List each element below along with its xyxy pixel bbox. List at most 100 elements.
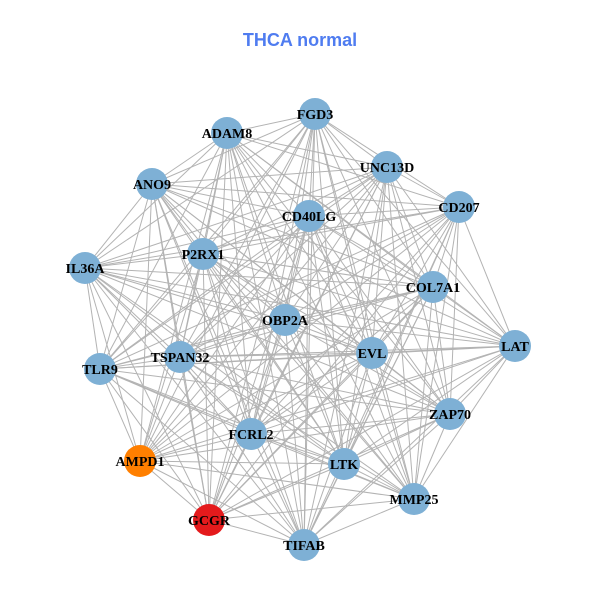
edge-AMPD1-LTK (139, 460, 345, 465)
node-circle (193, 504, 225, 536)
edge-ADAM8-CD40LG (226, 132, 310, 217)
node-circle (269, 304, 301, 336)
edge-UNC13D-TIFAB (303, 166, 388, 546)
edge-P2RX1-TIFAB (202, 253, 305, 546)
edge-P2RX1-GCGR (202, 253, 210, 521)
edge-COL7A1-AMPD1 (139, 286, 434, 462)
node-FGD3: FGD3 (297, 98, 333, 130)
edge-CD207-OBP2A (284, 206, 460, 321)
node-label: LAT (501, 340, 529, 355)
node-label: TIFAB (283, 539, 325, 554)
edge-LAT-LTK (343, 345, 516, 465)
node-label: OBP2A (262, 314, 309, 329)
node-label: P2RX1 (182, 248, 225, 263)
node-circle (443, 191, 475, 223)
edge-TSPAN32-FCRL2 (179, 356, 252, 435)
edge-ADAM8-MMP25 (226, 132, 415, 500)
node-circle (187, 238, 219, 270)
node-label: CD40LG (282, 210, 337, 225)
edge-UNC13D-OBP2A (284, 166, 388, 321)
edge-P2RX1-TSPAN32 (179, 253, 204, 358)
node-LAT: LAT (499, 330, 531, 362)
edge-CD40LG-TSPAN32 (179, 215, 310, 358)
edge-LAT-TSPAN32 (179, 345, 516, 358)
edge-CD207-ZAP70 (449, 206, 460, 415)
edge-P2RX1-EVL (202, 253, 373, 354)
edge-TSPAN32-GCGR (179, 356, 210, 521)
node-label: ZAP70 (429, 408, 471, 423)
edge-CD40LG-OBP2A (284, 215, 310, 321)
edge-TLR9-TIFAB (99, 368, 305, 546)
edge-IL36A-TSPAN32 (84, 267, 181, 358)
node-label: TLR9 (82, 363, 118, 378)
edge-COL7A1-OBP2A (284, 286, 434, 321)
edge-ADAM8-UNC13D (226, 132, 388, 168)
edge-FCRL2-LTK (250, 433, 345, 465)
edge-CD207-EVL (371, 206, 460, 354)
node-CD207: CD207 (438, 191, 480, 223)
edge-UNC13D-IL36A (84, 166, 388, 269)
node-UNC13D: UNC13D (360, 151, 414, 183)
edge-IL36A-GCGR (84, 267, 210, 521)
node-circle (434, 398, 466, 430)
node-label: FCRL2 (228, 428, 273, 443)
node-circle (124, 445, 156, 477)
edge-FGD3-FCRL2 (250, 113, 316, 435)
node-label: UNC13D (360, 161, 414, 176)
edge-ADAM8-EVL (226, 132, 373, 354)
edge-CD207-FCRL2 (250, 206, 460, 435)
edge-OBP2A-MMP25 (284, 319, 415, 500)
edge-LAT-GCGR (208, 345, 516, 521)
edge-ADAM8-OBP2A (226, 132, 286, 321)
edge-CD40LG-TIFAB (303, 215, 310, 546)
node-IL36A: IL36A (66, 252, 106, 284)
node-ANO9: ANO9 (133, 168, 171, 200)
edge-OBP2A-AMPD1 (139, 319, 286, 462)
edge-LTK-GCGR (208, 463, 345, 521)
node-circle (499, 330, 531, 362)
edge-EVL-MMP25 (371, 352, 415, 500)
node-COL7A1: COL7A1 (406, 271, 460, 303)
edge-ZAP70-FCRL2 (250, 413, 451, 435)
edge-TSPAN32-TIFAB (179, 356, 305, 546)
node-EVL: EVL (356, 337, 388, 369)
node-circle (69, 252, 101, 284)
edge-IL36A-EVL (84, 267, 373, 354)
edge-LAT-MMP25 (413, 345, 516, 500)
edge-ZAP70-LTK (343, 413, 451, 465)
edge-FCRL2-AMPD1 (139, 433, 252, 462)
edge-OBP2A-TLR9 (99, 319, 286, 370)
edge-TSPAN32-ZAP70 (179, 356, 451, 415)
edge-FGD3-ANO9 (151, 113, 316, 185)
node-circle (328, 448, 360, 480)
node-circle (136, 168, 168, 200)
edge-CD40LG-LAT (308, 215, 516, 347)
edge-FGD3-ZAP70 (314, 113, 451, 415)
edge-ADAM8-LTK (226, 132, 345, 465)
chart-title: THCA normal (242, 30, 358, 50)
edge-OBP2A-FCRL2 (250, 319, 286, 435)
edge-COL7A1-LAT (432, 286, 516, 347)
edge-ZAP70-AMPD1 (139, 413, 451, 462)
edge-ANO9-IL36A (84, 183, 153, 269)
edge-P2RX1-ZAP70 (202, 253, 451, 415)
edge-IL36A-TIFAB (84, 267, 305, 546)
node-CD40LG: CD40LG (282, 200, 337, 232)
edge-FGD3-CD40LG (308, 113, 316, 217)
edge-TSPAN32-LTK (179, 356, 345, 465)
edge-CD207-MMP25 (413, 206, 460, 500)
node-label: ADAM8 (202, 127, 253, 142)
node-FCRL2: FCRL2 (228, 418, 274, 450)
edge-P2RX1-IL36A (84, 253, 204, 269)
node-GCGR: GCGR (188, 504, 231, 536)
edge-COL7A1-TLR9 (99, 286, 434, 370)
edge-TLR9-AMPD1 (99, 368, 141, 462)
node-label: MMP25 (390, 493, 439, 508)
node-LTK: LTK (328, 448, 360, 480)
edge-ANO9-TLR9 (99, 183, 153, 370)
edge-AMPD1-TIFAB (139, 460, 305, 546)
node-label: IL36A (66, 262, 106, 277)
edge-ANO9-COL7A1 (151, 183, 434, 288)
edge-MMP25-TIFAB (303, 498, 415, 546)
node-TSPAN32: TSPAN32 (151, 341, 209, 373)
